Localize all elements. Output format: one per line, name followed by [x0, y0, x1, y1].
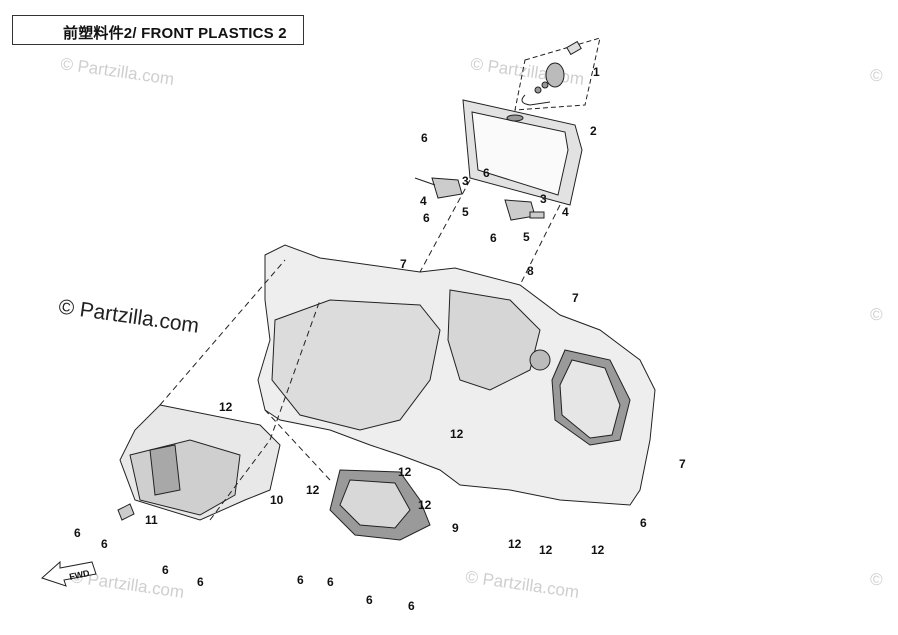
- title-box: 前塑料件2/ FRONT PLASTICS 2: [12, 15, 304, 45]
- leader-lines: [159, 179, 561, 521]
- hinge-right: [504, 199, 545, 221]
- callout-6: 6: [197, 575, 204, 589]
- callout-3: 3: [540, 192, 547, 206]
- callout-12: 6: [640, 516, 647, 530]
- callout-12: 12: [508, 537, 522, 551]
- callout-12: 12: [450, 427, 464, 441]
- callout-6: 6: [101, 537, 108, 551]
- callout-4: 4: [562, 205, 569, 219]
- callout-12: 12: [418, 498, 432, 512]
- callout-12: 12: [306, 483, 320, 497]
- callout-6: 6: [366, 593, 373, 607]
- diagram-title: 前塑料件2/ FRONT PLASTICS 2: [63, 25, 287, 42]
- fwd-label: FWD: [68, 568, 91, 582]
- callout-6: 6: [162, 563, 169, 577]
- part-10-lower-box: [119, 404, 281, 521]
- callout-7: 7: [679, 457, 686, 471]
- part-2-lid: [462, 99, 583, 206]
- hinge-left: [414, 177, 463, 199]
- callout-6: 6: [327, 575, 334, 589]
- callout-4: 4: [420, 194, 427, 208]
- callout-3: 3: [462, 174, 469, 188]
- callout-12: 12: [398, 465, 412, 479]
- callout-6: 6: [297, 573, 304, 587]
- callout-2: 2: [590, 124, 597, 138]
- callout-6: 6: [423, 211, 430, 225]
- callout-6: 6: [490, 231, 497, 245]
- callout-1: 1: [593, 65, 600, 79]
- callout-12: 12: [591, 543, 605, 557]
- callout-5: 5: [523, 230, 530, 244]
- fwd-arrow: [41, 560, 97, 587]
- callout-9: 9: [452, 521, 459, 535]
- callout-12: 12: [539, 543, 553, 557]
- part-9-bracket: [329, 469, 431, 541]
- callout-6: 6: [408, 599, 415, 613]
- callout-11: 11: [145, 513, 158, 527]
- callout-6: 6: [74, 526, 81, 540]
- callout-7: 7: [572, 291, 579, 305]
- callout-6: 6: [483, 166, 490, 180]
- callout-7: 7: [400, 257, 407, 271]
- callout-5: 5: [462, 205, 469, 219]
- callout-8: 8: [527, 264, 534, 278]
- callout-12: 12: [219, 400, 233, 414]
- part-11-clip: [117, 503, 135, 521]
- callout-6: 6: [421, 131, 428, 145]
- part-1-latch: [514, 37, 601, 111]
- callout-10: 10: [270, 493, 284, 507]
- part-8-main-panel: [257, 244, 656, 506]
